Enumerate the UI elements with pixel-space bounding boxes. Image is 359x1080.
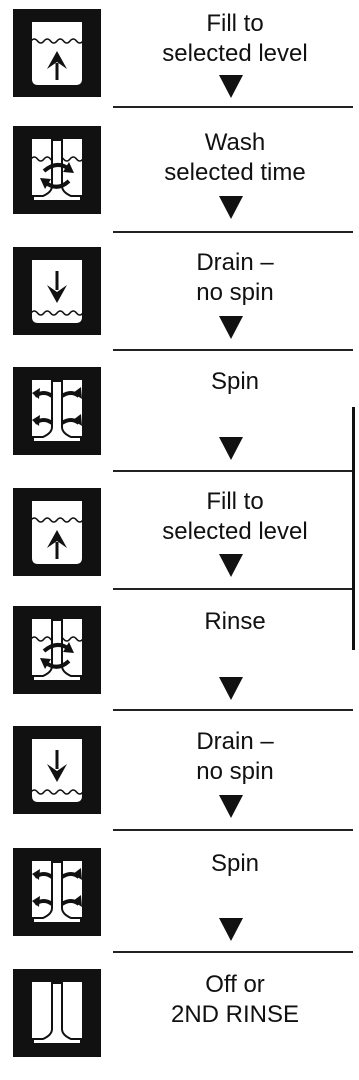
- agitator-wash-icon: [11, 604, 103, 696]
- agitator-off-icon: [11, 967, 103, 1059]
- next-arrow-icon: [219, 75, 243, 98]
- next-arrow-icon: [219, 677, 243, 700]
- fill-up-icon: [11, 486, 103, 578]
- step-fill-2: Fill to selected level: [0, 480, 359, 600]
- step-spin-2: Spin: [0, 840, 359, 960]
- divider: [113, 470, 353, 472]
- step-wash: Wash selected time: [0, 120, 359, 240]
- divider: [113, 231, 353, 233]
- step-label: Spin: [210, 850, 260, 877]
- divider: [113, 829, 353, 831]
- step-drain-2: Drain – no spin: [0, 720, 359, 840]
- drain-down-icon: [11, 245, 103, 337]
- step-label: Drain – no spin: [196, 728, 274, 785]
- divider: [113, 588, 353, 590]
- step-spin-1: Spin: [0, 360, 359, 480]
- next-arrow-icon: [219, 316, 243, 339]
- margin-bar: [352, 407, 355, 650]
- step-label: Fill to selected level: [162, 10, 308, 67]
- fill-up-icon: [11, 7, 103, 99]
- step-label: Drain – no spin: [196, 249, 274, 306]
- agitator-wash-icon: [11, 124, 103, 216]
- divider: [113, 709, 353, 711]
- step-drain-1: Drain – no spin: [0, 240, 359, 360]
- next-arrow-icon: [219, 554, 243, 577]
- divider: [113, 349, 353, 351]
- next-arrow-icon: [219, 196, 243, 219]
- next-arrow-icon: [219, 918, 243, 941]
- next-arrow-icon: [219, 437, 243, 460]
- step-fill-1: Fill to selected level: [0, 0, 359, 120]
- step-label: Off or 2ND RINSE: [170, 971, 300, 1028]
- step-rinse: Rinse: [0, 600, 359, 720]
- step-off: Off or 2ND RINSE: [0, 960, 359, 1080]
- divider: [113, 106, 353, 108]
- agitator-spin-icon: [11, 365, 103, 457]
- step-label: Wash selected time: [164, 129, 306, 186]
- step-label: Fill to selected level: [162, 488, 308, 545]
- step-label: Spin: [210, 368, 260, 395]
- next-arrow-icon: [219, 795, 243, 818]
- agitator-spin-icon: [11, 846, 103, 938]
- step-label: Rinse: [204, 608, 266, 635]
- divider: [113, 951, 353, 953]
- drain-down-icon: [11, 724, 103, 816]
